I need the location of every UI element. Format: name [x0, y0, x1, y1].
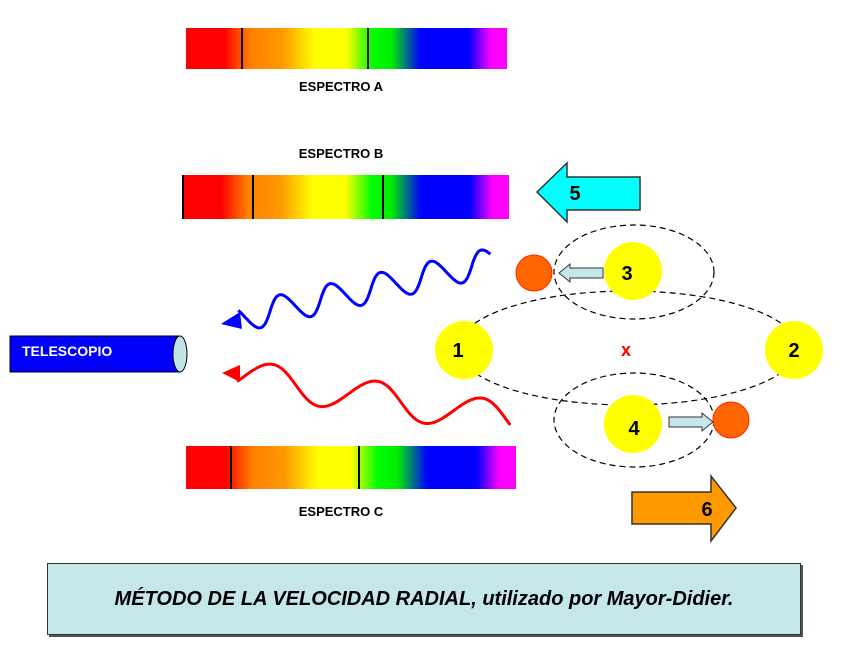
spectrum-c-label: ESPECTRO C	[299, 504, 384, 519]
spectrum-c: ESPECTRO C	[186, 446, 516, 519]
telescope: TELESCOPIO	[9, 335, 188, 373]
telescope-label: TELESCOPIO	[22, 343, 112, 359]
star-3: 3	[604, 242, 662, 300]
planet-orbit-top	[553, 224, 715, 320]
telescope-lens	[172, 335, 188, 373]
arrow-6-right: 6	[631, 473, 737, 544]
planet-motion-arrow-left	[558, 262, 604, 284]
center-of-mass-mark: x	[621, 340, 631, 360]
blue-wave-arrowhead	[221, 312, 242, 329]
caption-box: MÉTODO DE LA VELOCIDAD RADIAL, utilizado…	[47, 563, 801, 635]
blue-shifted-wave	[237, 248, 492, 330]
spectrum-b-label: ESPECTRO B	[299, 146, 384, 161]
svg-text:4: 4	[628, 418, 640, 440]
star-4: 4	[604, 395, 662, 453]
red-shifted-wave	[236, 362, 512, 426]
spectrum-a: ESPECTRO A	[186, 28, 507, 94]
spectrum-b: ESPECTRO B	[182, 146, 509, 219]
caption-text: MÉTODO DE LA VELOCIDAD RADIAL, utilizado…	[114, 587, 734, 610]
svg-text:5: 5	[569, 183, 580, 205]
svg-text:2: 2	[788, 340, 799, 362]
star-1: 1	[435, 321, 493, 379]
star-2: 2	[765, 321, 823, 379]
svg-text:1: 1	[452, 340, 463, 362]
arrow-5-left: 5	[535, 161, 641, 224]
planet-left	[515, 254, 553, 292]
svg-text:6: 6	[701, 499, 712, 521]
svg-text:3: 3	[621, 263, 632, 285]
planet-right	[712, 401, 750, 439]
planet-motion-arrow-right	[668, 411, 714, 433]
red-wave-arrowhead	[222, 365, 240, 382]
spectrum-a-label: ESPECTRO A	[299, 79, 384, 94]
